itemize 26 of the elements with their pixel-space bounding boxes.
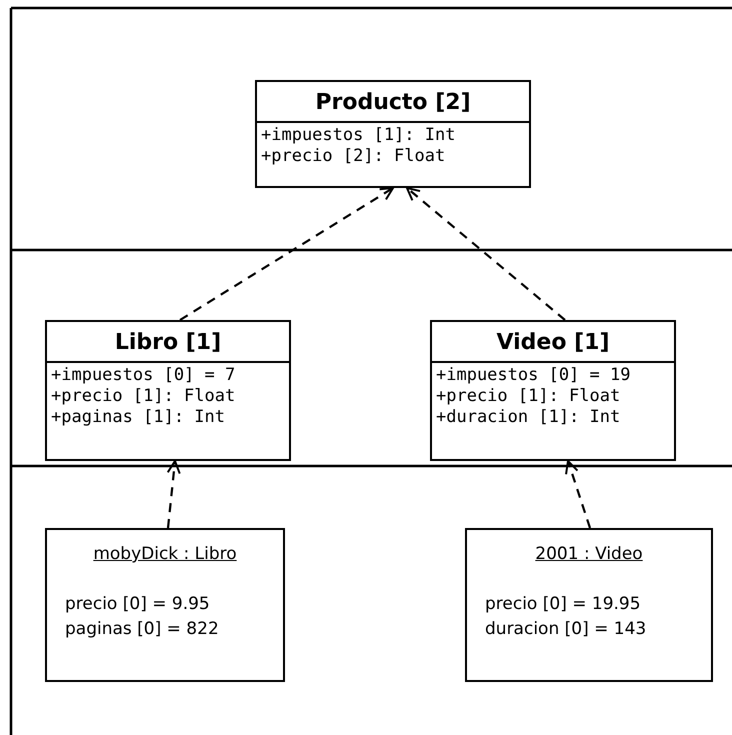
class-box xyxy=(430,320,676,461)
attribute-text: +precio [1]: Float xyxy=(51,386,236,407)
attribute-text: +impuestos [0] = 7 xyxy=(51,365,236,386)
attribute-text: +duracion [1]: Int xyxy=(436,407,620,428)
attribute-text: precio [0] = 19.95 xyxy=(485,593,641,616)
attribute-text: +paginas [1]: Int xyxy=(51,407,225,428)
dependency-arrow xyxy=(166,460,181,528)
dependency-arrow xyxy=(406,187,566,321)
object-name: 2001 : Video xyxy=(535,544,643,564)
attribute-text: +impuestos [1]: Int xyxy=(261,125,456,146)
class-name: Producto [2] xyxy=(315,90,471,115)
attribute-text: duracion [0] = 143 xyxy=(485,618,646,641)
object-box xyxy=(45,528,285,682)
object-name: mobyDick : Libro xyxy=(93,544,237,564)
dependency-arrow xyxy=(565,460,592,528)
class-box xyxy=(255,80,531,188)
attribute-text: +impuestos [0] = 19 xyxy=(436,365,630,386)
attribute-text: +precio [1]: Float xyxy=(436,386,620,407)
attribute-text: precio [0] = 9.95 xyxy=(65,593,210,616)
dependency-arrow xyxy=(179,187,394,321)
attribute-text: +precio [2]: Float xyxy=(261,146,446,167)
class-name: Video [1] xyxy=(496,330,610,355)
class-box xyxy=(45,320,291,461)
object-box xyxy=(465,528,713,682)
attribute-text: paginas [0] = 822 xyxy=(65,618,219,641)
class-name: Libro [1] xyxy=(114,330,222,355)
